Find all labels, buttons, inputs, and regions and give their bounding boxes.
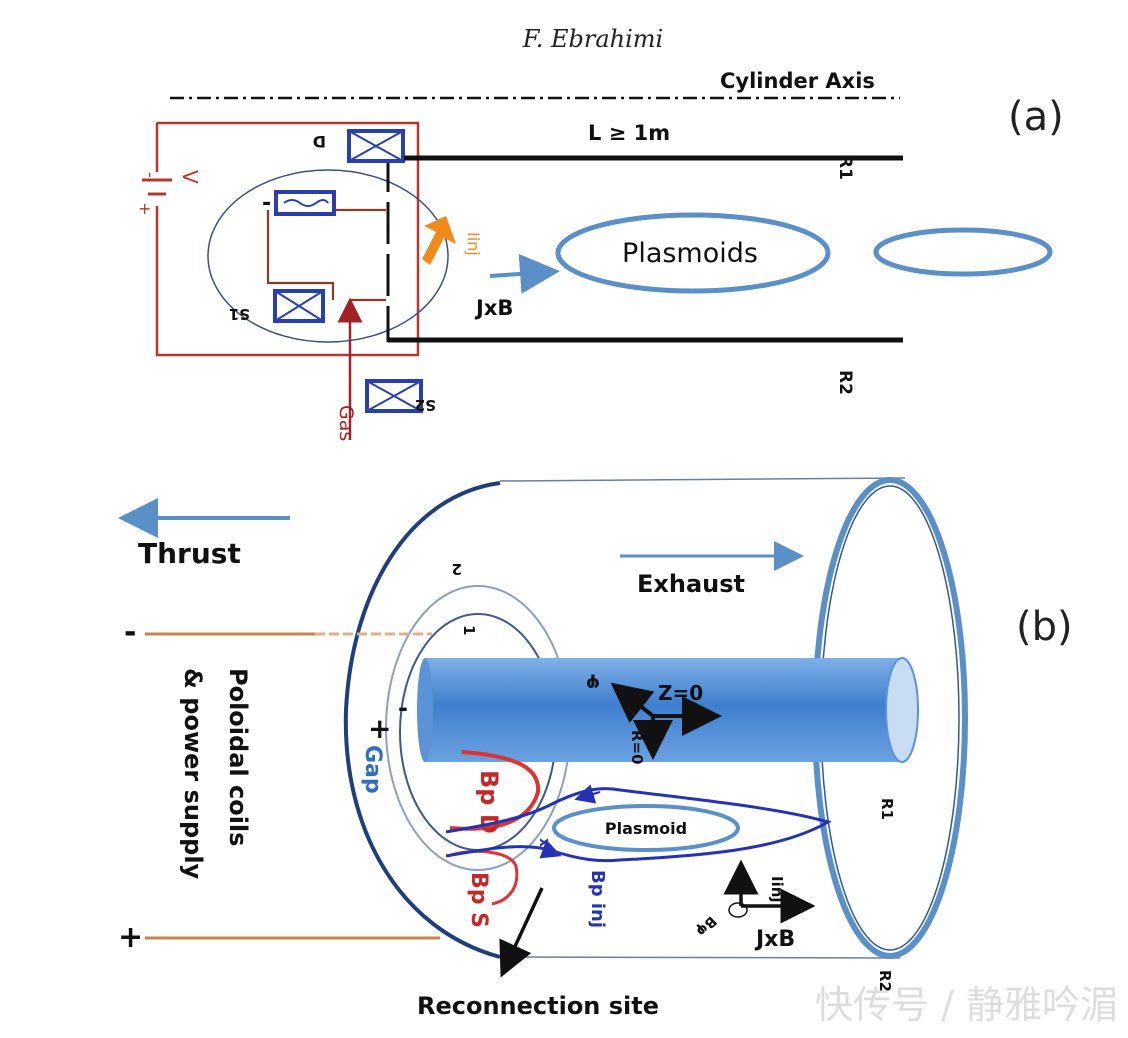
bp-inj-direction-arrow-lower	[539, 839, 562, 859]
bp-s-label: Bp S	[466, 872, 491, 928]
cylinder-axis-label: Cylinder Axis	[720, 69, 875, 93]
coils-label-line1: Poloidal coils	[224, 668, 252, 846]
power-plus-sign: +	[118, 920, 143, 955]
coil-d-label: D	[313, 132, 326, 151]
panel-a-label: (a)	[1008, 94, 1064, 140]
thrust-label: Thrust	[138, 537, 241, 570]
outer-cylinder-bottom-edge	[499, 956, 901, 959]
length-label: L ≥ 1m	[588, 121, 670, 145]
z-axis-label: Z=0	[658, 681, 703, 705]
wall-r1-label: R1	[835, 155, 855, 180]
battery-minus: -	[141, 172, 160, 178]
author-header: F. Ebrahimi	[522, 25, 663, 53]
coordinate-axes	[610, 682, 722, 760]
plasmoid-ellipse-1	[555, 212, 831, 294]
jxb-label-a: JxB	[474, 296, 513, 320]
bp-inj-direction-arrow-upper	[574, 784, 601, 804]
reconnection-label: Reconnection site	[417, 992, 659, 1020]
gap-label: Gap	[360, 745, 385, 794]
iinj-label: Iinj	[768, 876, 786, 903]
watermark: 快传号 / 静雅吟湄	[815, 983, 1118, 1027]
injector-flux-loop	[207, 169, 449, 343]
coil-s1	[273, 289, 325, 323]
panel-b-label: (b)	[1016, 604, 1073, 650]
bphi-symbol	[728, 902, 748, 918]
ring-2-label: 2	[452, 560, 462, 578]
voltage-circuit-wire	[155, 121, 420, 357]
x-point-mark: x	[536, 838, 552, 847]
power-minus-sign: -	[124, 615, 136, 650]
coil-s2-label: S2	[415, 396, 436, 414]
battery-plus: +	[138, 199, 151, 218]
wall-r2-label-b: R2	[876, 970, 894, 992]
inner-cylinder-right-cap	[885, 657, 919, 763]
r-axis-label: R=0	[628, 730, 646, 765]
plasmoid-ellipse-b	[552, 804, 740, 852]
plasmoid-ellipse-2	[873, 227, 1053, 277]
gap-minus-sign: -	[398, 694, 408, 722]
plasmoid-label: Plasmoid	[605, 819, 687, 838]
coil-s1-label: S1	[229, 305, 250, 323]
battery-icon	[140, 172, 174, 206]
jxb-label-b: JxB	[754, 927, 795, 952]
coils-label-line2: & power supply	[179, 668, 207, 880]
ring-1-label: 1	[460, 625, 478, 635]
panel-b: (b) Thrust Exhaust 2 1 φ Z=0 R=0	[118, 477, 1073, 1020]
coil-small	[274, 190, 336, 216]
bp-d-field-line	[449, 750, 541, 831]
inner-cylinder-body	[425, 658, 902, 762]
exhaust-label: Exhaust	[637, 570, 745, 598]
wall-r1-label-b: R1	[878, 798, 896, 820]
wall-r2-label: R2	[835, 370, 855, 395]
inner-circuit-wire	[266, 208, 386, 302]
inj-current-label: Iinj	[464, 232, 483, 256]
panel-a: Cylinder Axis (a) - + V D -	[138, 69, 1064, 441]
gap-plus-sign: +	[368, 712, 391, 745]
coil-d	[347, 129, 405, 163]
outer-cylinder-shell	[343, 481, 501, 959]
jxb-arrow-a	[489, 253, 560, 294]
coil-s2	[365, 379, 423, 413]
bphi-label: Bφ	[693, 913, 720, 940]
phi-axis-label: φ	[586, 673, 600, 694]
outer-cylinder-top-edge	[499, 477, 906, 482]
inner-cylinder-left-cap	[417, 658, 433, 762]
bp-inj-label: Bp inj	[587, 870, 608, 928]
gas-label: Gas	[335, 405, 357, 441]
coil-small-minus: -	[262, 191, 271, 216]
plasmoids-label: Plasmoids	[622, 238, 758, 269]
voltage-label: V	[178, 170, 202, 184]
injection-current-arrow	[422, 216, 456, 265]
reconnection-arrow	[499, 887, 544, 978]
